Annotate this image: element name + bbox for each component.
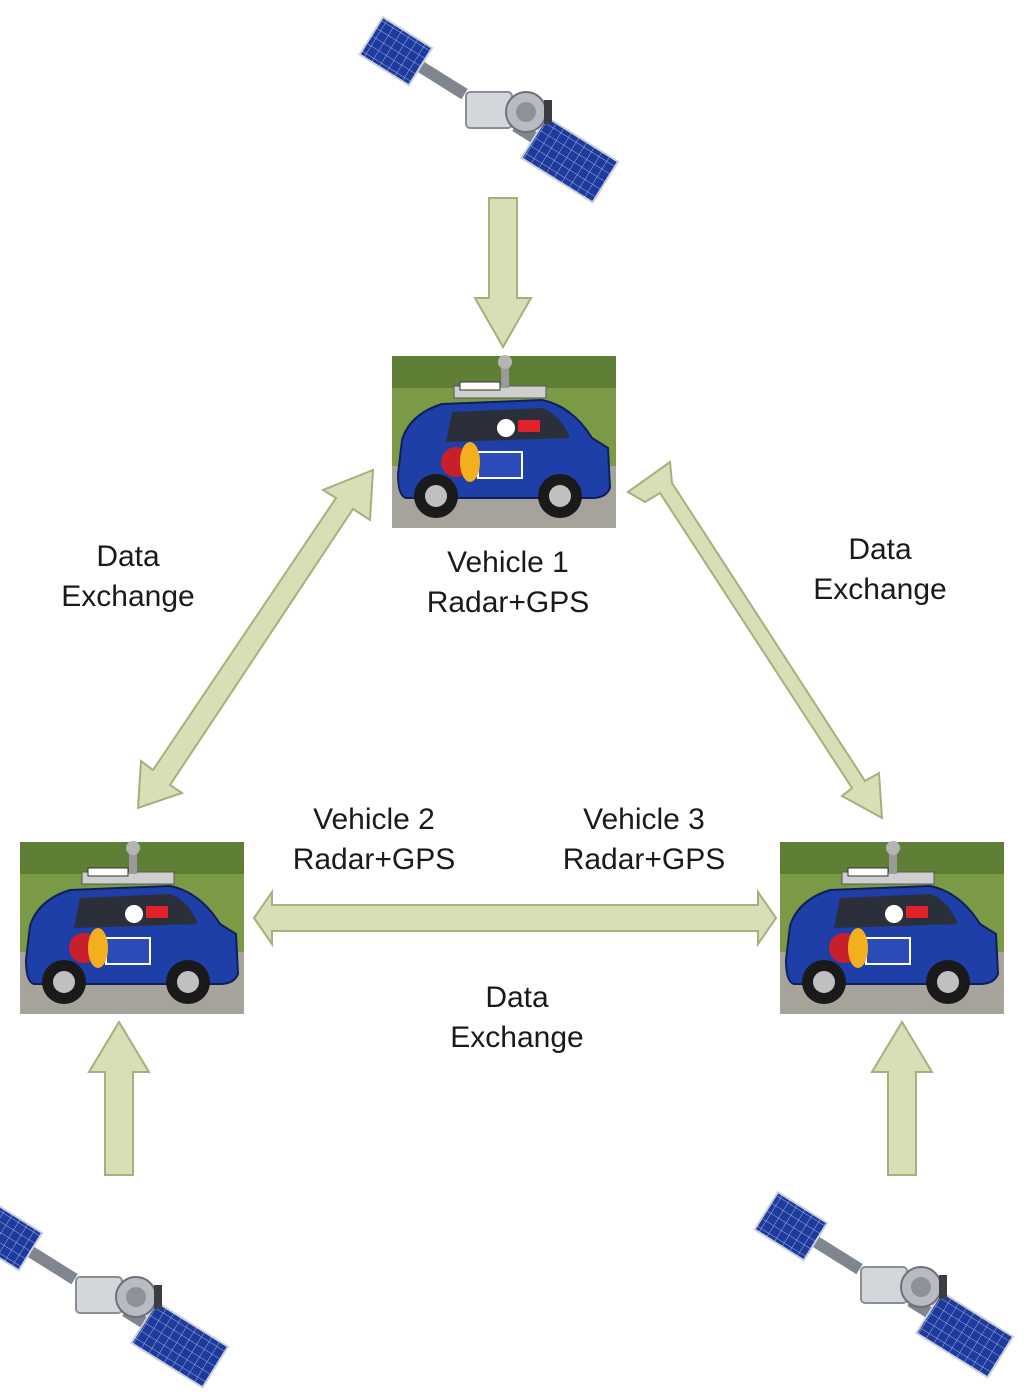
exchange-label-2-3: Data Exchange bbox=[427, 978, 607, 1058]
robotic-car-photo-vehicle-2 bbox=[19, 840, 245, 1015]
vehicle-3-label: Vehicle 3 Radar+GPS bbox=[534, 800, 754, 880]
gps-arrow-top bbox=[473, 197, 533, 350]
vehicle-2-name: Vehicle 2 bbox=[313, 803, 435, 836]
vehicle-2-label: Vehicle 2 Radar+GPS bbox=[264, 800, 484, 880]
exchange-label-line1: Data bbox=[848, 533, 912, 566]
vehicle-1-name: Vehicle 1 bbox=[447, 546, 569, 579]
satellite-icon-bottom-right bbox=[752, 1189, 1015, 1379]
exchange-label-line2: Exchange bbox=[61, 580, 195, 613]
vehicle-3-sensors: Radar+GPS bbox=[562, 843, 726, 876]
exchange-label-line1: Data bbox=[485, 981, 549, 1014]
exchange-label-1-3: Data Exchange bbox=[790, 530, 970, 610]
exchange-arrow-1-3 bbox=[626, 460, 884, 820]
exchange-label-line1: Data bbox=[96, 540, 160, 573]
vehicle-2-sensors: Radar+GPS bbox=[292, 843, 456, 876]
gps-arrow-bottom-right bbox=[870, 1020, 934, 1176]
vehicle-1-label: Vehicle 1 Radar+GPS bbox=[398, 543, 618, 623]
exchange-arrow-1-2 bbox=[136, 468, 375, 810]
satellite-icon-bottom-left bbox=[0, 1199, 230, 1389]
vehicle-3-name: Vehicle 3 bbox=[583, 803, 705, 836]
robotic-car-photo-vehicle-3 bbox=[779, 840, 1005, 1015]
gps-arrow-bottom-left bbox=[87, 1020, 151, 1176]
exchange-label-line2: Exchange bbox=[813, 573, 947, 606]
robotic-car-photo-vehicle-1 bbox=[391, 354, 617, 529]
satellite-icon-top bbox=[357, 14, 620, 204]
exchange-label-line2: Exchange bbox=[450, 1021, 584, 1054]
exchange-label-1-2: Data Exchange bbox=[38, 537, 218, 617]
exchange-arrow-2-3 bbox=[252, 888, 778, 948]
vehicle-1-sensors: Radar+GPS bbox=[426, 586, 590, 619]
